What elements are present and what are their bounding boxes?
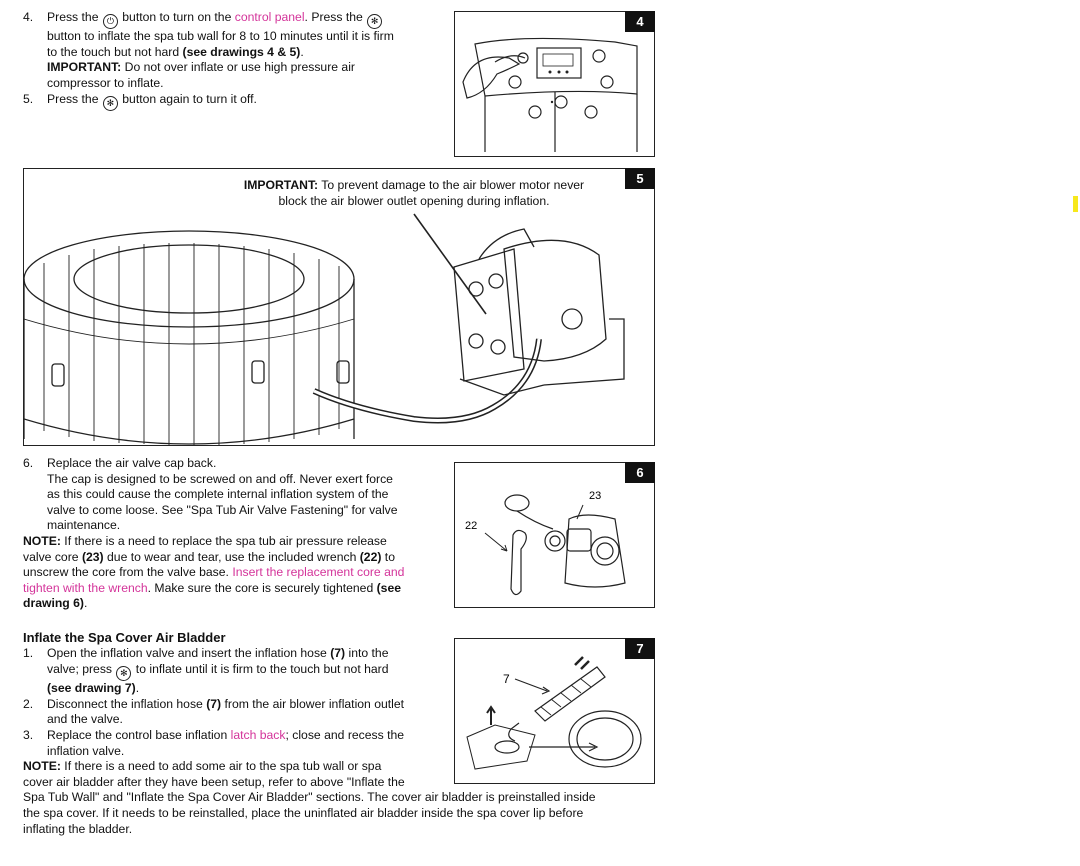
cover-step-2: 2. Disconnect the inflation hose (7) fro…	[23, 696, 405, 727]
label-23: 23	[589, 490, 601, 502]
spa-and-blower-illustration	[23, 213, 625, 445]
cover-bladder-section: Inflate the Spa Cover Air Bladder 1. Ope…	[23, 630, 596, 837]
drawing-4: 4	[454, 11, 655, 157]
section-heading: Inflate the Spa Cover Air Bladder	[23, 630, 226, 645]
steps-4-5: 4. Press the ⏻ button to turn on the con…	[23, 10, 443, 112]
control-panel-illustration	[462, 37, 638, 152]
fan-icon: ✻	[102, 96, 118, 112]
label-7: 7	[503, 672, 510, 686]
drawing-5-caption: IMPORTANT: To prevent damage to the air …	[243, 178, 585, 208]
drawing-number: 6	[625, 462, 655, 483]
fan-icon: ✻	[116, 666, 132, 682]
step-6: 6. Replace the air valve cap back. The c…	[23, 456, 398, 533]
power-icon: ⏻	[102, 14, 118, 29]
step-4: 4. Press the ⏻ button to turn on the con…	[23, 10, 394, 90]
drawing-number: 7	[625, 638, 655, 659]
fan-icon: ✻	[367, 14, 383, 29]
note-add-air: NOTE: If there is a need to add some air…	[23, 759, 596, 836]
cover-bladder-illustration: 7	[466, 656, 642, 770]
cover-step-3: 3. Replace the control base inflation la…	[23, 727, 405, 758]
control-panel-link: control panel	[234, 10, 305, 24]
drawing-number: 5	[625, 168, 655, 189]
cover-step-1: 1. Open the inflation valve and insert t…	[23, 645, 389, 696]
step-6-section: 6. Replace the air valve cap back. The c…	[23, 456, 453, 612]
valve-and-wrench-illustration: 22 23	[465, 490, 626, 596]
highlight-mark	[1073, 196, 1078, 212]
note-valve-core: NOTE: If there is a need to replace the …	[23, 533, 405, 611]
step-5: 5. Press the ✻ button again to turn it o…	[23, 92, 443, 112]
drawing-5: 5 IMPORTANT: To prevent damage to the ai…	[23, 168, 655, 446]
drawing-6: 6 22 23	[454, 462, 655, 608]
drawing-7: 7 7	[454, 638, 655, 784]
label-22: 22	[465, 520, 477, 532]
drawing-number: 4	[625, 11, 655, 32]
